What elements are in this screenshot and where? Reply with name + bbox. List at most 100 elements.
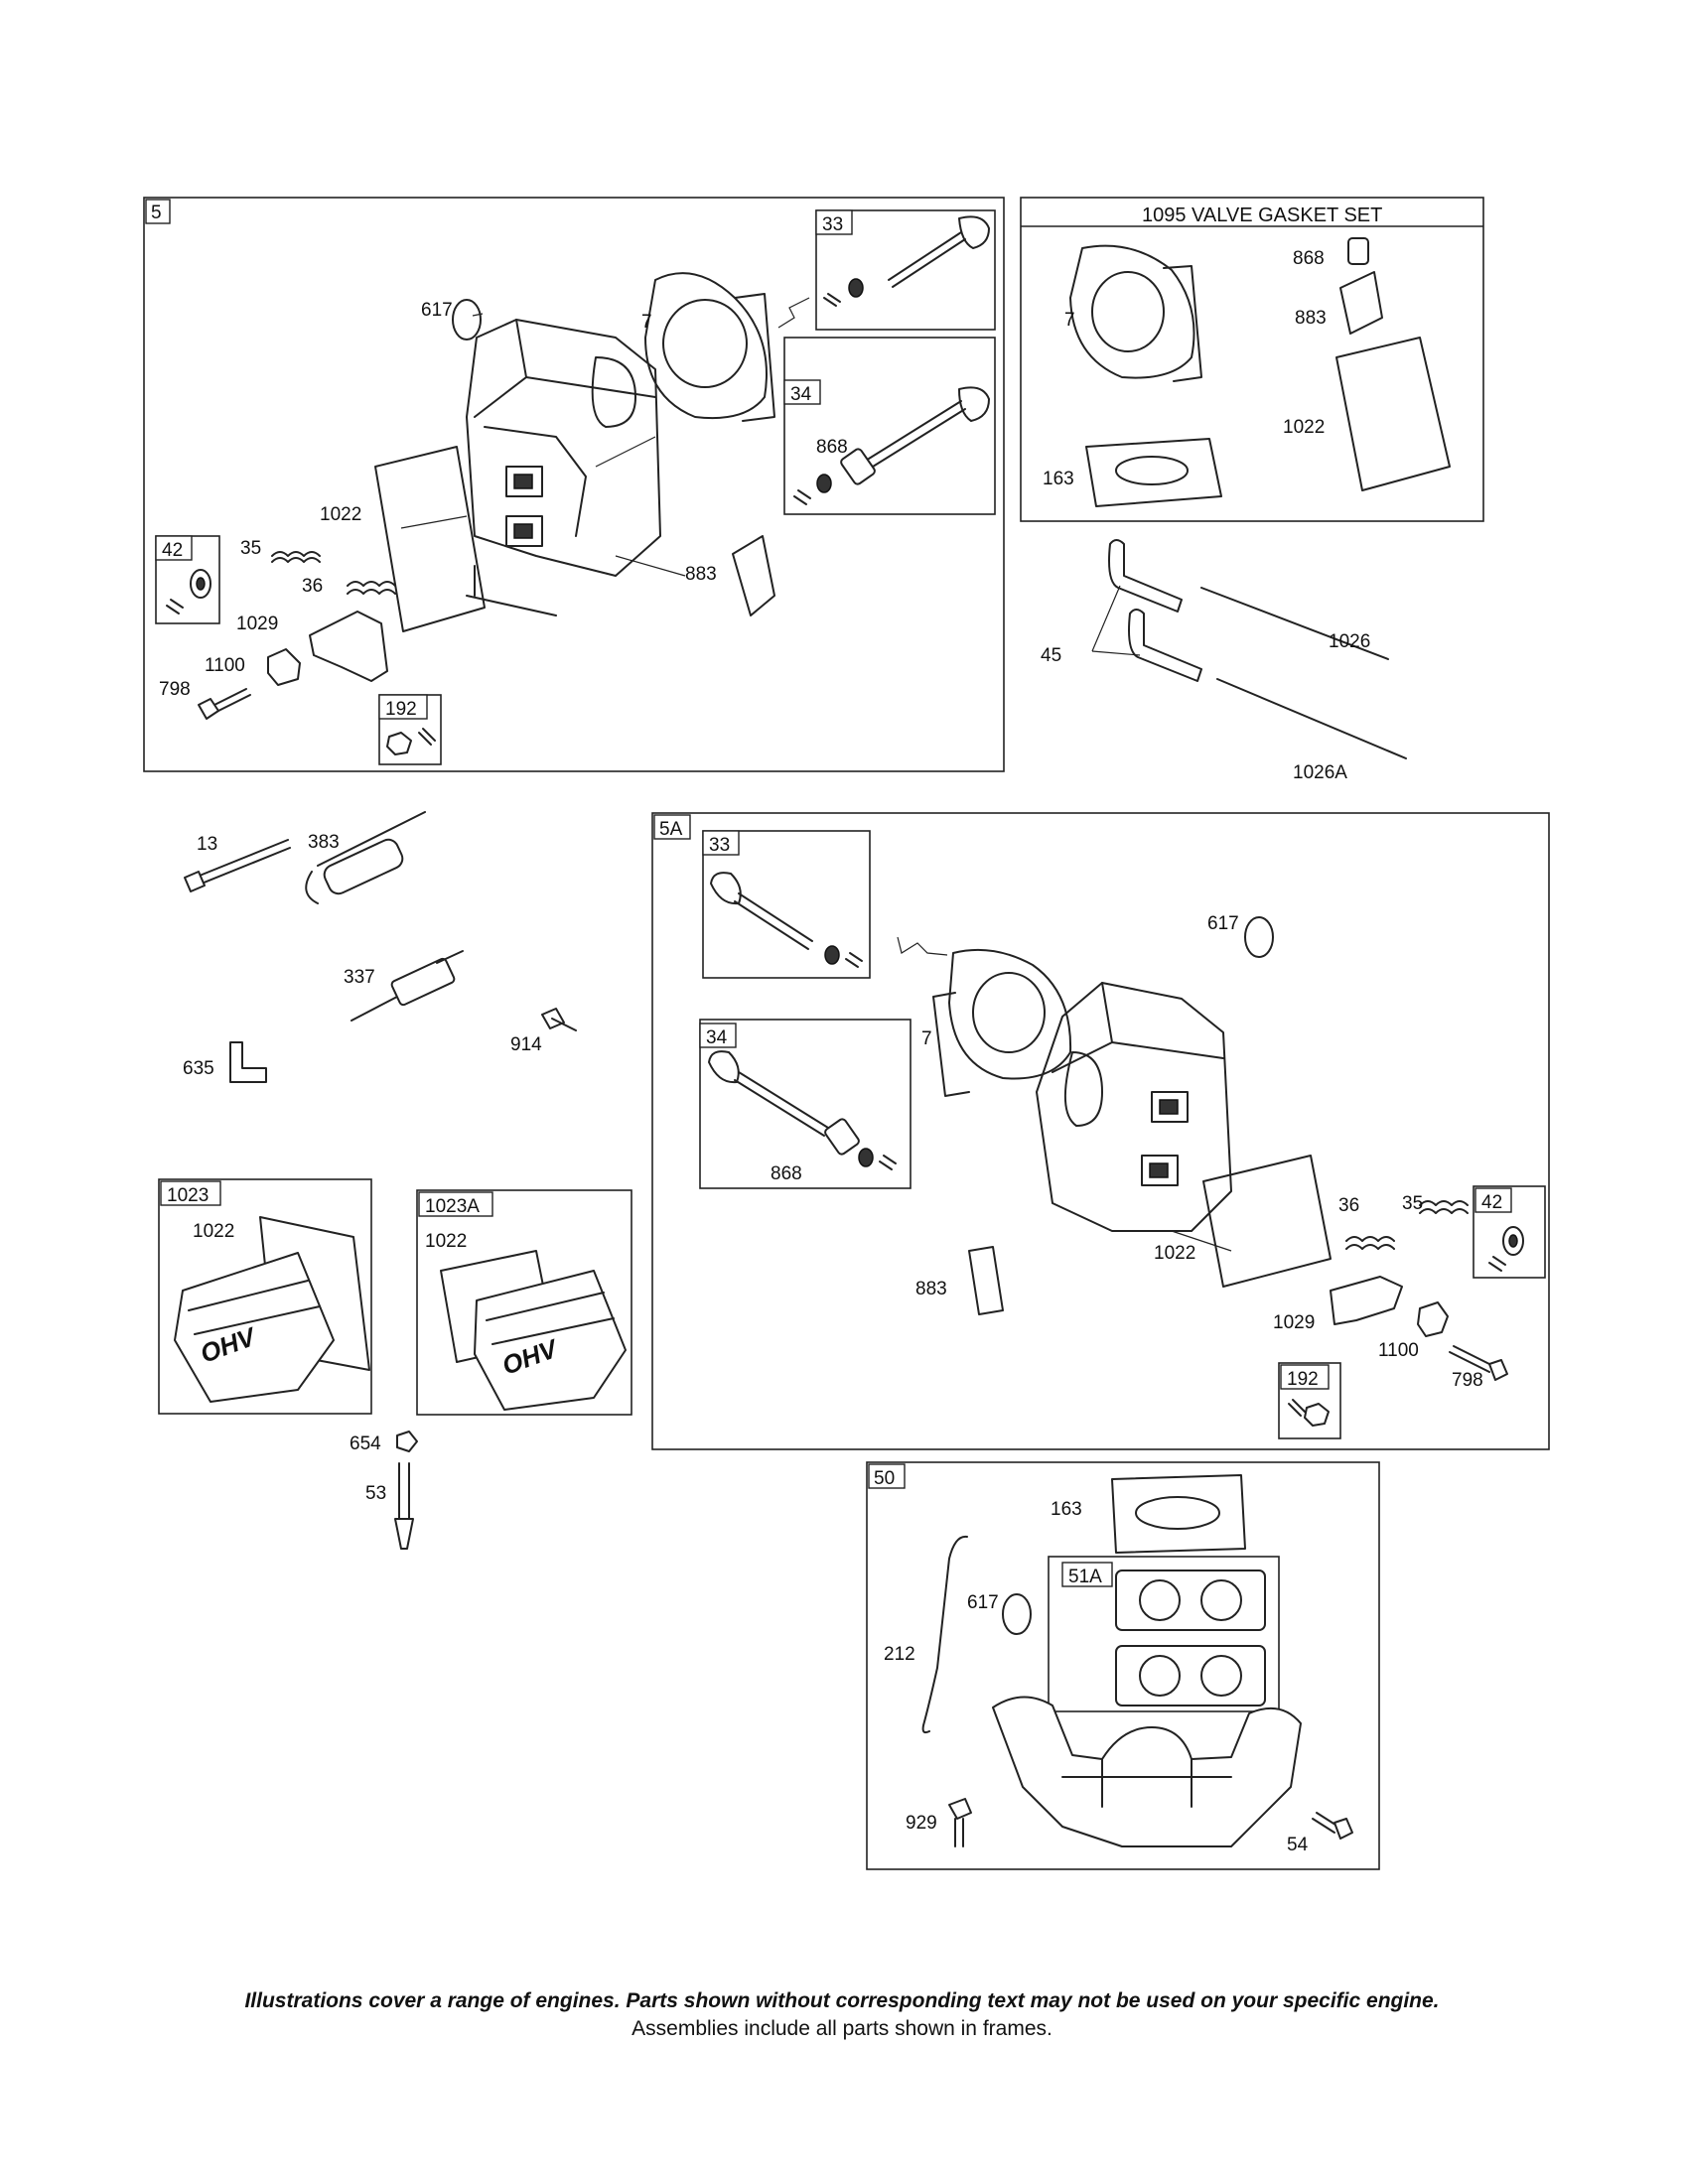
label-929: 929 — [906, 1813, 937, 1834]
intake-gasket-icon — [1085, 438, 1222, 507]
frame-valve-gasket-set: 1095 VALVE GASKET SET 7 868 883 1022 163 — [1020, 197, 1484, 522]
label-383: 383 — [308, 832, 340, 853]
head-gasket-icon — [932, 948, 1072, 1097]
o-ring-icon — [1244, 916, 1274, 958]
head-bolt-icon — [194, 839, 291, 887]
frame-1023a-tag: 1023A — [425, 1196, 480, 1217]
frame-5-34-tag: 34 — [790, 384, 812, 405]
rocker-nut-icon — [1288, 1399, 1330, 1427]
push-rod-icon — [1200, 587, 1389, 660]
label-1022: 1022 — [193, 1221, 234, 1242]
o-ring-icon — [1002, 1593, 1032, 1635]
frame-5-42-tag: 42 — [162, 540, 183, 561]
label-7: 7 — [1064, 310, 1075, 331]
frame-5-tag: 5 — [151, 203, 162, 223]
retainer-icon — [1488, 1226, 1524, 1272]
exhaust-gasket-icon — [732, 535, 775, 616]
label-868: 868 — [1293, 248, 1325, 269]
frame-51a-tag: 51A — [1068, 1567, 1102, 1587]
breather-tube-icon — [921, 1535, 968, 1734]
label-883: 883 — [1295, 308, 1327, 329]
cover-gasket-icon — [1335, 337, 1451, 491]
exhaust-valve-icon — [793, 386, 990, 505]
stud-icon — [541, 1008, 577, 1031]
bolt-icon — [1312, 1812, 1353, 1840]
rocker-nut-icon — [386, 728, 436, 755]
frame-50-tag: 50 — [874, 1468, 895, 1489]
label-617: 617 — [1207, 913, 1239, 934]
label-7: 7 — [641, 312, 652, 333]
exhaust-valve-icon — [708, 1050, 897, 1170]
cover-gasket-icon — [1202, 1155, 1332, 1288]
bolt-icon — [948, 1798, 972, 1847]
label-1022: 1022 — [320, 504, 361, 525]
intake-valve-icon — [710, 872, 863, 968]
pivot-icon — [1417, 1301, 1449, 1337]
label-1022: 1022 — [1154, 1243, 1195, 1264]
tappet-icon — [1108, 539, 1202, 682]
label-53: 53 — [365, 1483, 386, 1504]
frame-1023a: 1023A 1022 OHV — [416, 1189, 632, 1416]
label-1029: 1029 — [236, 614, 278, 634]
stud-icon — [394, 1462, 414, 1550]
frame-5-33-tag: 33 — [822, 214, 843, 235]
label-617: 617 — [421, 300, 453, 321]
frame-50: 50 163 51A 617 212 929 — [866, 1461, 1380, 1870]
head-gasket-icon — [644, 272, 775, 422]
rocker-arm-icon — [1330, 1276, 1403, 1325]
label-798: 798 — [1452, 1370, 1483, 1391]
label-212: 212 — [884, 1644, 915, 1665]
rocker-bolt-icon — [1449, 1345, 1494, 1373]
label-36: 36 — [1338, 1195, 1359, 1216]
label-1026: 1026 — [1329, 631, 1370, 652]
frame-5: 5 33 34 868 42 — [143, 197, 1005, 772]
frame-5a-33-tag: 33 — [709, 835, 730, 856]
label-914: 914 — [510, 1034, 542, 1055]
frame-1023: 1023 1022 OHV — [158, 1178, 372, 1415]
frame-5a: 5A 33 34 868 42 192 — [651, 812, 1550, 1450]
label-163: 163 — [1043, 469, 1074, 489]
label-635: 635 — [183, 1058, 214, 1079]
label-337: 337 — [344, 967, 375, 988]
label-54: 54 — [1287, 1835, 1309, 1855]
label-1100: 1100 — [1378, 1340, 1419, 1361]
leader-lines — [400, 313, 1232, 1252]
frame-5-192-tag: 192 — [385, 699, 417, 720]
head-gasket-icon — [1069, 244, 1202, 382]
retainer-icon — [166, 569, 211, 614]
label-883: 883 — [915, 1279, 947, 1299]
frame-5a-192-tag: 192 — [1287, 1369, 1319, 1390]
label-35: 35 — [1402, 1193, 1423, 1214]
frame-1023-tag: 1023 — [167, 1185, 209, 1206]
label-868: 868 — [816, 437, 848, 458]
valve-spring-icon — [1345, 1200, 1469, 1250]
valve-spring-icon — [271, 551, 396, 595]
label-654: 654 — [350, 1433, 381, 1454]
label-35: 35 — [240, 538, 261, 559]
frame-5a-42-tag: 42 — [1481, 1192, 1502, 1213]
label-13: 13 — [197, 834, 217, 855]
pivot-icon — [267, 648, 301, 686]
label-36: 36 — [302, 576, 323, 597]
label-617: 617 — [967, 1592, 999, 1613]
elbow-fitting-icon — [229, 1041, 267, 1083]
footer-note: Illustrations cover a range of engines. … — [244, 1989, 1440, 2012]
intake-manifold-icon — [992, 1696, 1302, 1847]
rocker-arm-icon — [309, 611, 388, 682]
valve-cover-icon: OHV — [474, 1270, 627, 1411]
manifold-gasket-icon — [1115, 1570, 1266, 1706]
push-rod-icon — [1216, 678, 1407, 759]
frame-5a-tag: 5A — [659, 819, 683, 840]
valve-cover-icon: OHV — [174, 1252, 335, 1403]
intake-gasket-icon — [1111, 1474, 1246, 1554]
exhaust-gasket-icon — [968, 1246, 1004, 1315]
o-ring-icon — [452, 299, 482, 341]
label-1022: 1022 — [425, 1231, 467, 1252]
label-798: 798 — [159, 679, 191, 700]
label-45: 45 — [1041, 645, 1061, 666]
cover-gasket-icon — [374, 446, 486, 632]
breather-tube-icon — [305, 811, 426, 904]
label-868: 868 — [771, 1163, 802, 1184]
nut-icon — [396, 1431, 418, 1452]
